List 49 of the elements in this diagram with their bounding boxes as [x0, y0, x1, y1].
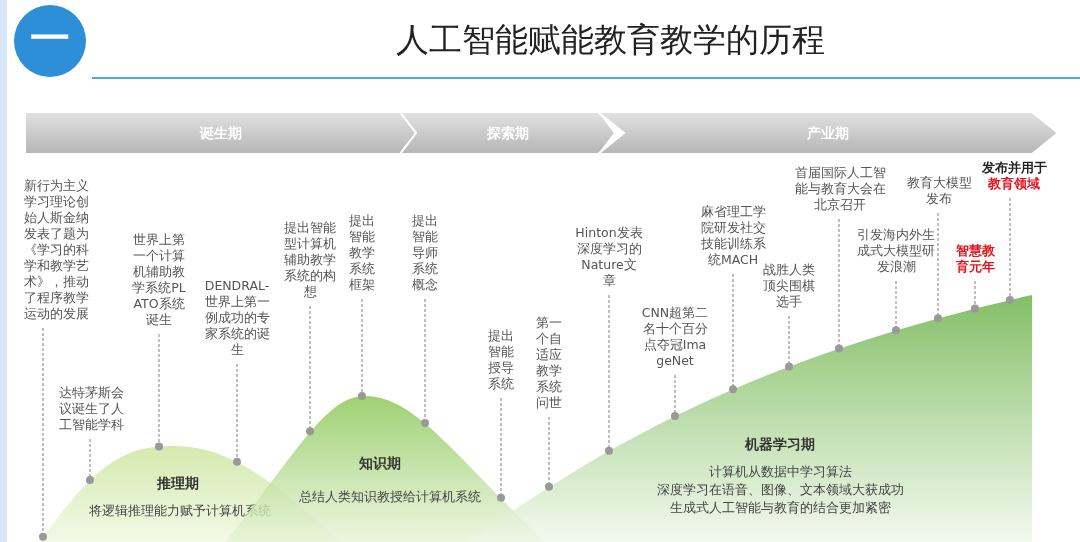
- period-description: 生成式人工智能与教育的结合更加紧密: [668, 499, 892, 517]
- milestone-text: 教育领域: [987, 176, 1041, 192]
- leader-line: [892, 280, 900, 335]
- milestone-text: 教育大模型发布: [905, 175, 973, 207]
- milestone-text: 新行为主义学习理论创始人斯金纳发表了题为《学习的科学和教学艺术》，推动了程序教学运动的发展: [22, 178, 90, 322]
- phase-label: 产业期: [806, 124, 850, 143]
- leader-line: [785, 315, 793, 371]
- leader-line: [729, 273, 737, 394]
- milestone-text: CNN超第二名十个百分点夺冠ImageNet: [640, 305, 710, 369]
- phase-band: [400, 112, 615, 154]
- period-description: 深度学习在语音、图像、文本领域大获成功: [655, 481, 905, 499]
- milestone-text: 引发海内外生成式大模型研发浪潮: [856, 227, 936, 275]
- milestone-text: 世界上第一个计算机辅助教学系统PLATO系统诞生: [131, 232, 187, 328]
- milestone-text: DENDRAL-世界上第一例成功的专家系统的诞生: [203, 278, 271, 358]
- milestone-text: 提出智能教学系统框架: [348, 213, 376, 293]
- title: 人工智能赋能教育教学的历程: [394, 19, 826, 61]
- leader-line: [306, 305, 314, 436]
- leader-line: [835, 218, 843, 353]
- milestone-text: Hinton发表深度学习的Nature文章: [575, 225, 643, 289]
- period-heading: 知识期: [358, 454, 402, 472]
- leader-line: [971, 280, 979, 313]
- milestone-text: 智慧教育元年: [954, 243, 996, 275]
- leader-line: [39, 327, 47, 541]
- phase-label: 诞生期: [198, 124, 243, 143]
- leader-line: [545, 416, 553, 491]
- leader-line: [934, 212, 942, 323]
- milestone-text: 提出智能导师系统概念: [411, 213, 439, 293]
- period-description: 总结人类知识教授给计算机系统: [298, 488, 482, 506]
- period-heading: 推理期: [156, 474, 200, 492]
- leader-line: [86, 438, 94, 485]
- leader-line: [155, 333, 163, 451]
- phase-band: [25, 112, 417, 154]
- period-heading: 机器学习期: [744, 435, 816, 453]
- leader-line: [605, 294, 613, 455]
- period-description: 计算机从数据中学习算法: [707, 463, 853, 481]
- milestone-text: 首届国际人工智能与教育大会在北京召开: [794, 165, 886, 213]
- leader-line: [233, 363, 241, 466]
- milestone-text: 发布并用于: [980, 160, 1048, 176]
- milestone-text: 第一个自适应教学系统问世: [535, 315, 563, 411]
- leader-line: [671, 374, 679, 420]
- leader-line: [497, 397, 505, 502]
- leader-line: [358, 298, 366, 401]
- milestone-text: 达特茅斯会议诞生了人工智能学科: [57, 385, 125, 433]
- milestone-text: 提出智能型计算机辅助教学系统的构想: [283, 220, 337, 300]
- number-badge: 一: [14, 5, 86, 77]
- leader-line: [421, 298, 429, 427]
- milestone-text: 提出智能授导系统: [487, 328, 515, 392]
- phase-label: 探索期: [485, 124, 530, 143]
- leader-line: [1006, 197, 1014, 304]
